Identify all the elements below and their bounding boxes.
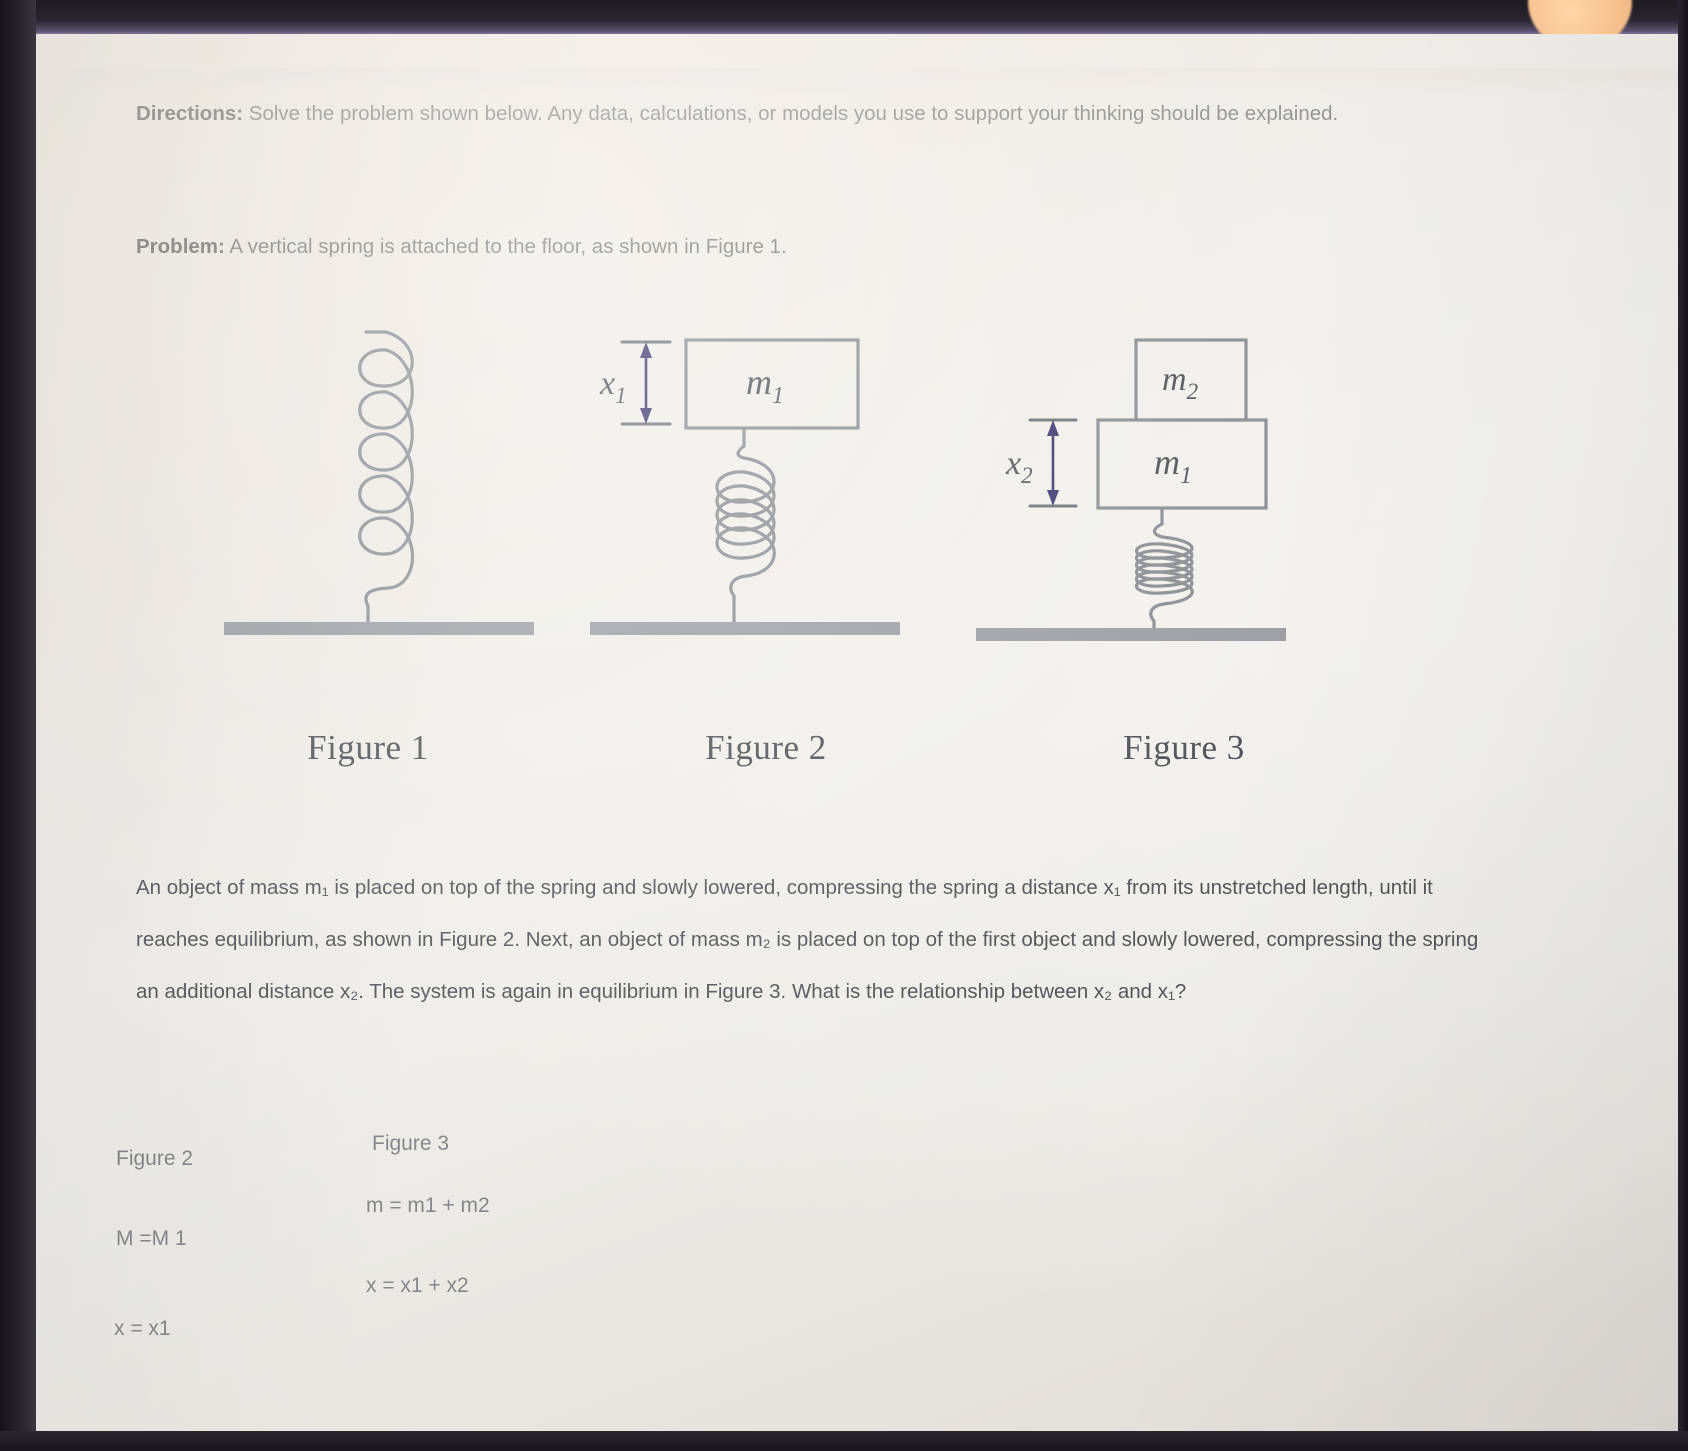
device-bezel-left xyxy=(0,0,36,1451)
spring-compressed-1-icon xyxy=(715,426,776,624)
figure-3-diagram: m2 m1 x2 xyxy=(976,338,1286,641)
device-bezel-right xyxy=(1678,0,1688,1451)
answer-figure2-mass: M =M 1 xyxy=(116,1227,187,1250)
figure-1: Figure 1 xyxy=(216,324,576,767)
x2-arrows-icon xyxy=(1047,420,1059,506)
floor-1 xyxy=(224,622,534,635)
device-bezel-top xyxy=(0,0,1688,34)
x1-arrows-icon xyxy=(640,342,652,424)
block-m1-label: m1 xyxy=(746,362,784,409)
block-m1 xyxy=(684,338,860,430)
device-bezel-bottom xyxy=(0,1431,1688,1451)
x1-label-sub: 1 xyxy=(615,383,627,408)
block-m1-label-sub: 1 xyxy=(772,383,784,409)
spring-compressed-2-icon xyxy=(1134,506,1194,630)
figure-strip: Figure 1 x1 xyxy=(216,324,1516,767)
problem-body-text: An object of mass m₁ is placed on top of… xyxy=(136,876,1479,1003)
floor-2 xyxy=(590,622,900,635)
problem-text: A vertical spring is attached to the flo… xyxy=(224,235,787,258)
problem-label: Problem: xyxy=(136,235,225,258)
floor-3 xyxy=(976,628,1286,641)
block-m1-fig3 xyxy=(1096,418,1268,510)
figure-2-diagram: x1 m1 xyxy=(590,338,900,635)
figure-2-caption: Figure 2 xyxy=(705,728,827,767)
x2-label: x2 xyxy=(1005,445,1033,488)
x1-label: x1 xyxy=(599,365,627,408)
block-m2-label-sub: 2 xyxy=(1187,379,1199,404)
directions-text: Solve the problem shown below. Any data,… xyxy=(243,102,1339,125)
answer-figure2-x: x = x1 xyxy=(114,1317,171,1340)
figure-2: x1 m1 xyxy=(586,324,946,767)
figure-1-caption: Figure 1 xyxy=(307,728,429,767)
answer-figure3-x: x = x1 + x2 xyxy=(366,1274,469,1297)
figure-3: m2 m1 x2 xyxy=(976,324,1376,767)
directions-label: Directions: xyxy=(136,102,244,125)
block-m1-fig3-label: m1 xyxy=(1154,442,1192,489)
x2-label-sub: 2 xyxy=(1021,463,1033,488)
answer-figure3-mass: m = m1 + m2 xyxy=(366,1194,490,1217)
block-m1-fig3-label-sub: 1 xyxy=(1180,463,1192,489)
problem-intro-block: Problem: A vertical spring is attached t… xyxy=(136,230,1476,264)
spring-relaxed-icon xyxy=(358,330,415,624)
worksheet-page: Directions: Solve the problem shown belo… xyxy=(36,34,1678,1431)
problem-body-paragraph: An object of mass m₁ is placed on top of… xyxy=(136,862,1486,1018)
figure-3-caption: Figure 3 xyxy=(1123,728,1245,767)
figure-1-diagram xyxy=(224,330,534,635)
block-m2-label: m2 xyxy=(1162,361,1198,404)
answer-figure3-heading: Figure 3 xyxy=(372,1132,450,1155)
answer-figure2-heading: Figure 2 xyxy=(116,1147,194,1170)
directions-block: Directions: Solve the problem shown belo… xyxy=(136,88,1476,140)
